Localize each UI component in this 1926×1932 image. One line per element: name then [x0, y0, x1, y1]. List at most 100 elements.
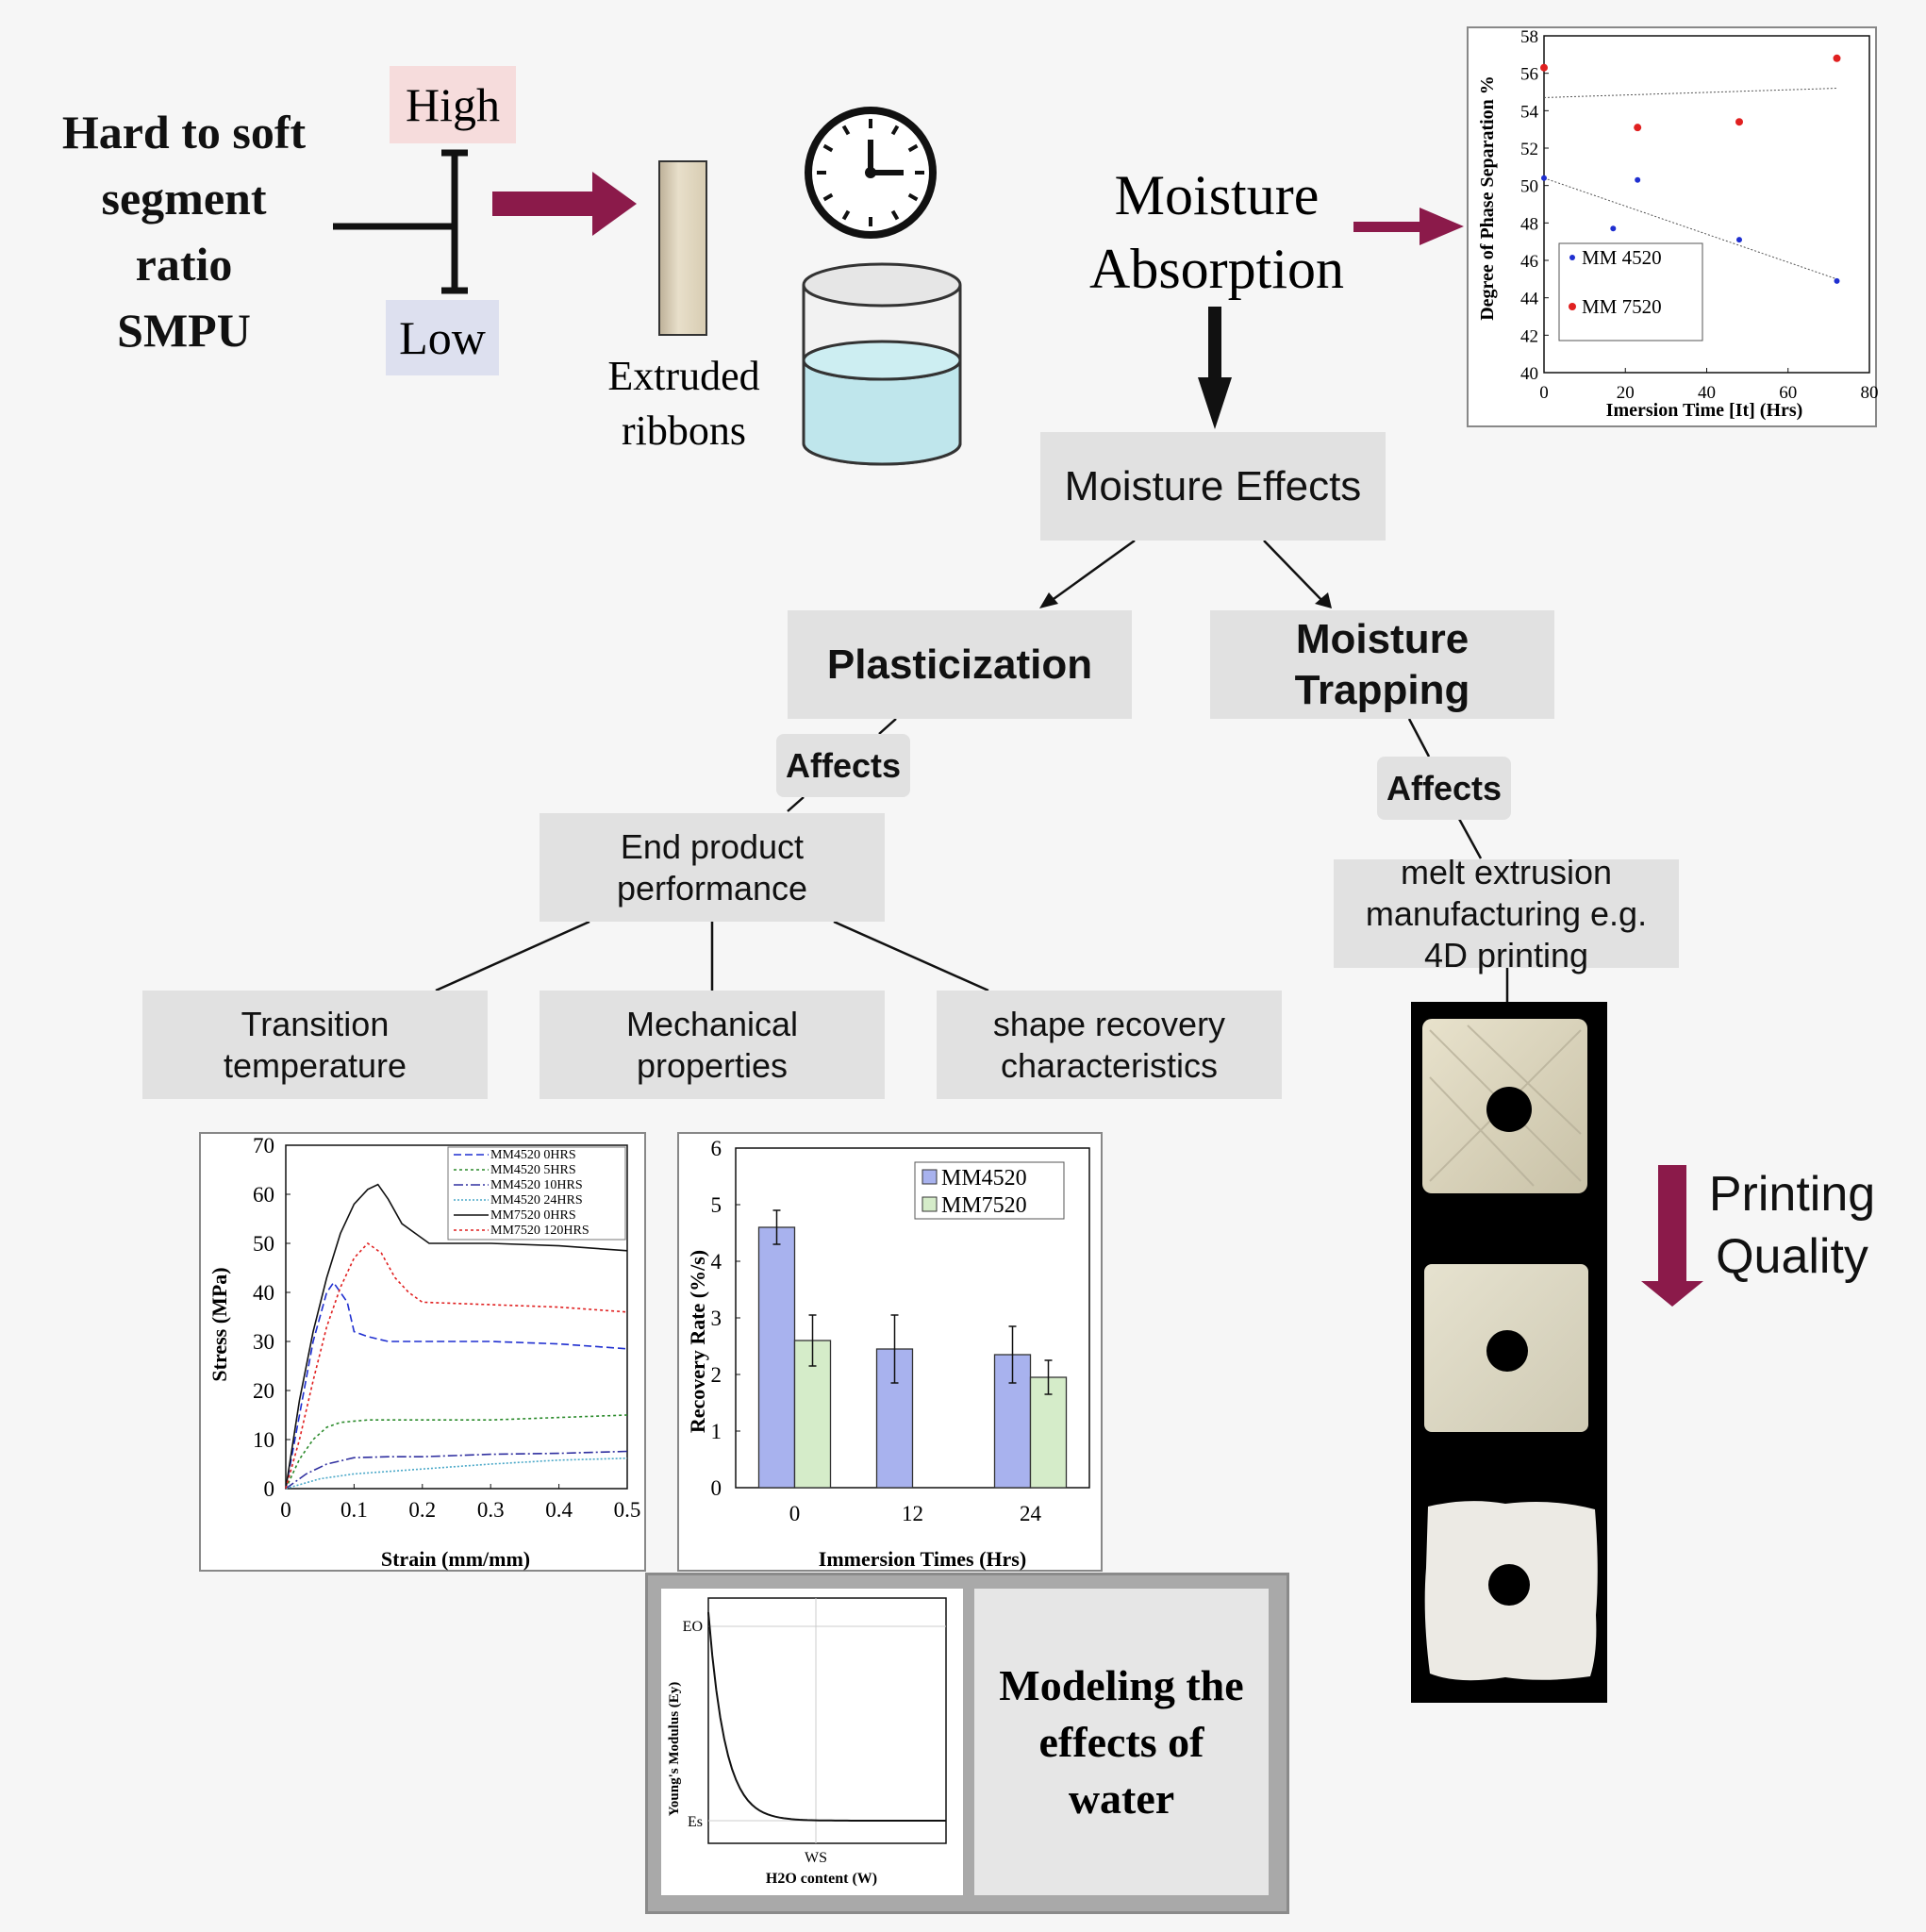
stress-y-tick-label: 60	[253, 1183, 274, 1207]
printing-quality-arrow	[1641, 1165, 1703, 1307]
scatter-y-tick-label: 50	[1520, 177, 1538, 197]
strain-x-tick-label: 0.2	[408, 1498, 436, 1522]
ratio-connector	[333, 149, 468, 294]
strain-x-tick-label: 0.4	[545, 1498, 573, 1522]
affects-right-box: Affects	[1377, 757, 1511, 820]
stress-plot-frame	[285, 1144, 628, 1490]
stress-legend-label: MM4520 24HRS	[490, 1193, 583, 1208]
sample-3	[1424, 1501, 1598, 1681]
recovery-legend: MM4520 MM7520	[914, 1161, 1065, 1220]
scatter-point-2	[1634, 124, 1642, 132]
scatter-point-2	[1735, 118, 1743, 126]
ym-tick-ws: WS	[805, 1850, 827, 1866]
stress-series-line-5	[285, 1183, 628, 1490]
melt-extrusion-box: melt extrusion manufacturing e.g. 4D pri…	[1334, 853, 1679, 974]
moisture-absorption-label: Moisture Absorption	[1089, 164, 1344, 300]
ym-tick-es: Es	[688, 1814, 703, 1830]
legend-mm4520-swatch	[921, 1169, 938, 1185]
scatter-y-tick-label: 52	[1520, 140, 1538, 159]
recovery-x-tick-label: 0	[789, 1502, 801, 1525]
strain-x-axis-label: Strain (mm/mm)	[381, 1547, 530, 1571]
recovery-x-tick-label: 24	[1020, 1502, 1042, 1525]
absorption-down-arrow	[1198, 307, 1232, 429]
recovery-y-tick-label: 1	[711, 1420, 722, 1443]
ym-y-axis-label: Young's Modulus (Ey)	[667, 1682, 682, 1817]
scatter-y-axis-label: Degree of Phase Separation %	[1477, 75, 1498, 321]
tree-lines	[435, 539, 1509, 1002]
scatter-trendline-2	[1543, 88, 1837, 98]
strain-x-tick-label: 0.5	[614, 1498, 641, 1522]
scatter-y-tick-label: 40	[1520, 364, 1538, 384]
ratio-to-ribbon-arrow	[492, 172, 637, 236]
stress-y-tick-label: 70	[253, 1134, 274, 1158]
recovery-y-tick-label: 2	[711, 1363, 722, 1387]
scatter-x-tick-label: 60	[1779, 383, 1797, 403]
tree-arrowheads	[1039, 592, 1332, 608]
moisture-effects-box: Moisture Effects	[1040, 432, 1386, 541]
transition-temperature-box: Transition temperature	[142, 991, 488, 1099]
youngs-modulus-chart: Young's Modulus (Ey) H2O content (W) EO …	[661, 1589, 963, 1895]
stress-legend-label: MM4520 5HRS	[490, 1163, 576, 1177]
scatter-y-tick-label: 56	[1520, 65, 1538, 85]
stress-legend-box	[447, 1146, 626, 1241]
stress-legend-label: MM7520 120HRS	[490, 1224, 589, 1238]
legend-rr-mm7520: MM7520	[941, 1193, 1027, 1218]
strain-x-tick-label: 0.3	[477, 1498, 505, 1522]
youngs-modulus-plot: Young's Modulus (Ey) H2O content (W) EO …	[667, 1597, 947, 1887]
recovery-y-tick-label: 4	[711, 1250, 722, 1274]
stress-series-line-2	[285, 1414, 628, 1490]
legend-rr-mm4520: MM4520	[941, 1166, 1027, 1191]
scatter-point-1	[1541, 175, 1547, 181]
stress-y-tick-label: 0	[264, 1477, 275, 1501]
recovery-y-tick-label: 0	[711, 1476, 722, 1500]
mechanical-properties-box: Mechanical properties	[540, 991, 885, 1099]
ym-decay-curve	[707, 1611, 946, 1822]
modeling-label: Modeling the effects of water	[974, 1589, 1269, 1895]
legend-mm7520-marker	[1569, 303, 1576, 310]
stress-y-tick-label: 20	[253, 1379, 274, 1403]
stress-y-tick-label: 10	[253, 1428, 274, 1452]
stress-series-line-3	[285, 1450, 628, 1490]
recovery-y-axis-label: Recovery Rate (%/s)	[686, 1250, 709, 1433]
scatter-y-tick-label: 44	[1520, 290, 1539, 309]
scatter-y-tick-label: 42	[1520, 326, 1538, 346]
scatter-point-2	[1540, 63, 1548, 72]
printing-quality-label: Printing Quality	[1708, 1167, 1876, 1284]
ym-plot-frame	[707, 1597, 947, 1844]
sample-2	[1424, 1264, 1588, 1432]
stress-y-tick-label: 50	[253, 1232, 274, 1256]
stress-series-line-1	[285, 1281, 628, 1490]
ribbon-label: Extruded ribbons	[607, 353, 760, 454]
recovery-bar-mm7520	[1029, 1376, 1068, 1489]
moisture-trapping-box: Moisture Trapping	[1210, 610, 1554, 719]
stress-legend-label: MM4520 10HRS	[490, 1178, 583, 1192]
high-label: High	[390, 66, 516, 143]
scatter-x-tick-label: 40	[1698, 383, 1716, 403]
stress-legend-label: MM7520 0HRS	[490, 1208, 576, 1223]
immersion-x-axis-label: Immersion Times (Hrs)	[819, 1547, 1026, 1571]
legend-mm4520: MM 4520	[1582, 246, 1662, 269]
scatter-point-1	[1834, 277, 1840, 284]
scatter-trendline-1	[1543, 177, 1837, 280]
scatter-x-tick-label: 80	[1861, 383, 1879, 403]
ym-x-axis-label: H2O content (W)	[766, 1871, 877, 1887]
recovery-y-tick-label: 5	[711, 1193, 722, 1217]
legend-mm7520: MM 7520	[1582, 295, 1662, 318]
scatter-point-2	[1833, 54, 1841, 62]
absorption-to-chart-arrow	[1353, 208, 1464, 245]
strain-x-tick-label: 0	[280, 1498, 291, 1522]
recovery-x-tick-label: 12	[902, 1502, 923, 1525]
stress-legend-label: MM4520 0HRS	[490, 1148, 576, 1162]
ym-tick-eo: EO	[683, 1619, 703, 1635]
stress-y-axis-label: Stress (MPa)	[208, 1267, 231, 1381]
shape-recovery-box: shape recovery characteristics	[937, 991, 1282, 1099]
legend-mm4520-marker	[1569, 255, 1575, 260]
scatter-x-tick-label: 20	[1617, 383, 1635, 403]
ratio-title: Hard to soft segment ratio SMPU	[61, 106, 307, 357]
